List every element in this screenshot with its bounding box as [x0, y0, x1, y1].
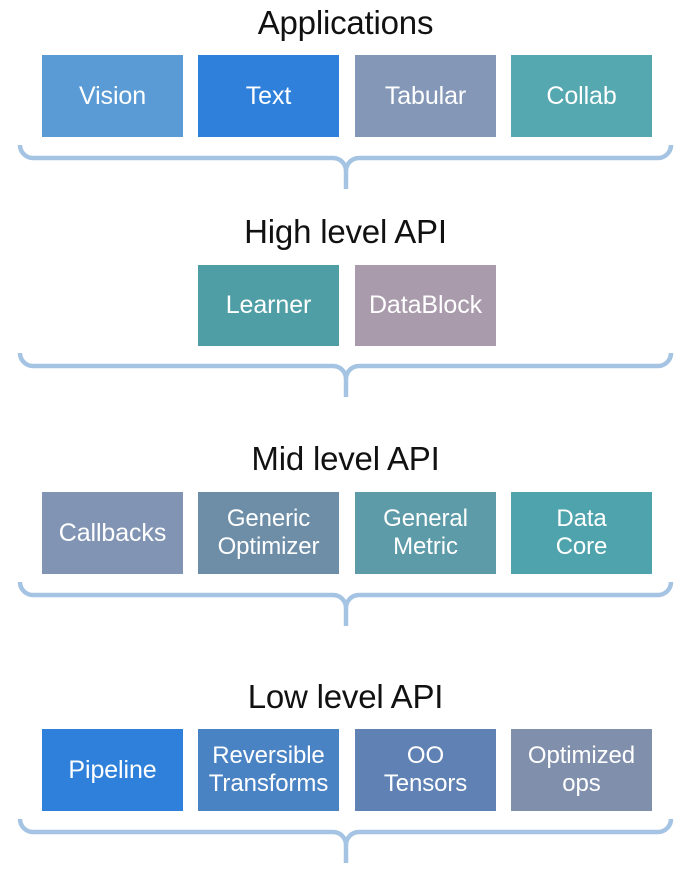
- brace-connector: [0, 582, 691, 634]
- node-label: Data Core: [555, 505, 608, 560]
- tier-title-mid-level-api: Mid level API: [251, 440, 440, 477]
- node-label: Generic Optimizer: [217, 505, 320, 560]
- node-callbacks[interactable]: Callbacks: [42, 492, 183, 574]
- node-data-core[interactable]: Data Core: [511, 492, 652, 574]
- tier-title-applications: Applications: [257, 4, 434, 41]
- brace-connector: [0, 819, 691, 871]
- node-label: Learner: [225, 291, 312, 319]
- brace-connector: [0, 145, 691, 197]
- node-reversible-transforms[interactable]: Reversible Transforms: [198, 729, 339, 811]
- node-text[interactable]: Text: [198, 55, 339, 137]
- brace-path: [17, 819, 674, 863]
- node-label: Callbacks: [58, 518, 167, 547]
- node-vision[interactable]: Vision: [42, 55, 183, 137]
- node-learner[interactable]: Learner: [198, 265, 339, 346]
- node-label: Pipeline: [68, 755, 157, 784]
- node-optimized-ops[interactable]: Optimized ops: [511, 729, 652, 811]
- node-label: General Metric: [383, 505, 468, 560]
- node-pipeline[interactable]: Pipeline: [42, 729, 183, 811]
- node-tabular[interactable]: Tabular: [355, 55, 496, 137]
- node-label: Text: [245, 81, 292, 110]
- brace-path: [17, 353, 674, 397]
- node-collab[interactable]: Collab: [511, 55, 652, 137]
- brace-connector: [0, 353, 691, 405]
- node-label: DataBlock: [368, 291, 483, 319]
- node-label: Tabular: [384, 81, 467, 110]
- node-label: Optimized ops: [527, 742, 636, 797]
- brace-path: [17, 145, 674, 189]
- node-generic-optimizer[interactable]: Generic Optimizer: [198, 492, 339, 574]
- node-label: OO Tensors: [383, 742, 468, 797]
- brace-path: [17, 582, 674, 626]
- node-oo-tensors[interactable]: OO Tensors: [355, 729, 496, 811]
- node-general-metric[interactable]: General Metric: [355, 492, 496, 574]
- tier-title-high-level-api: High level API: [244, 213, 447, 250]
- tier-title-low-level-api: Low level API: [247, 678, 444, 715]
- node-label: Reversible Transforms: [208, 742, 329, 797]
- node-label: Collab: [546, 81, 617, 110]
- node-label: Vision: [78, 81, 147, 110]
- node-datablock[interactable]: DataBlock: [355, 265, 496, 346]
